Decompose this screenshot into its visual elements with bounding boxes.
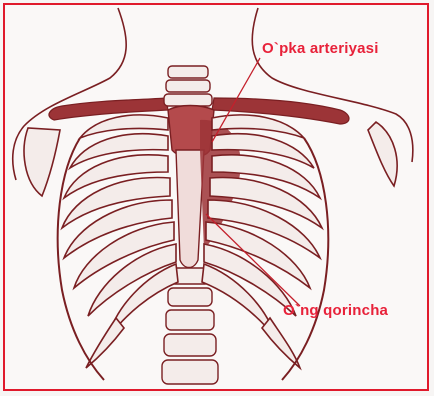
ribs-left [62, 115, 178, 368]
label-pulmonary-artery: O`pka arteriyasi [262, 40, 379, 57]
label-right-ventricle: O`ng qorincha [283, 302, 388, 319]
cervical-vertebrae [164, 66, 212, 106]
